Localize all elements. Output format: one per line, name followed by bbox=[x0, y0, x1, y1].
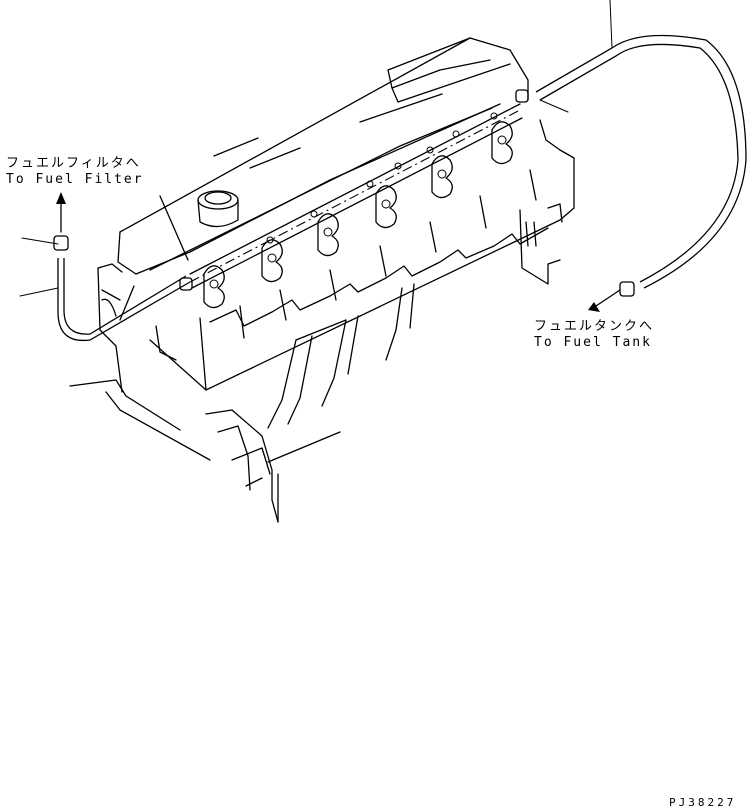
fuel-return-pipe bbox=[189, 103, 523, 289]
crankcase bbox=[69, 379, 341, 523]
engine-rear-end bbox=[519, 119, 563, 285]
injector-icon bbox=[203, 121, 513, 309]
hose-to-fuel-tank bbox=[535, 34, 747, 289]
to-fuel-tank-label-en: To Fuel Tank bbox=[534, 335, 652, 350]
to-fuel-filter-label-en: To Fuel Filter bbox=[6, 172, 144, 187]
manifold-legs bbox=[267, 283, 415, 429]
to-fuel-tank-label-jp: フュエルタンクへ bbox=[534, 319, 655, 334]
drawing-code: PJ38227 bbox=[669, 796, 737, 809]
banjo-fittings bbox=[266, 112, 498, 244]
oil-filler-cap bbox=[197, 190, 239, 228]
cylinder-head bbox=[97, 149, 575, 393]
clamp-icon bbox=[53, 89, 635, 297]
arrow-icon bbox=[56, 192, 621, 312]
head-cover bbox=[117, 37, 529, 321]
to-fuel-filter-label-jp: フュエルフィルタへ bbox=[6, 156, 141, 171]
hose-to-fuel-filter bbox=[57, 258, 191, 342]
leader-lines bbox=[19, 0, 613, 297]
